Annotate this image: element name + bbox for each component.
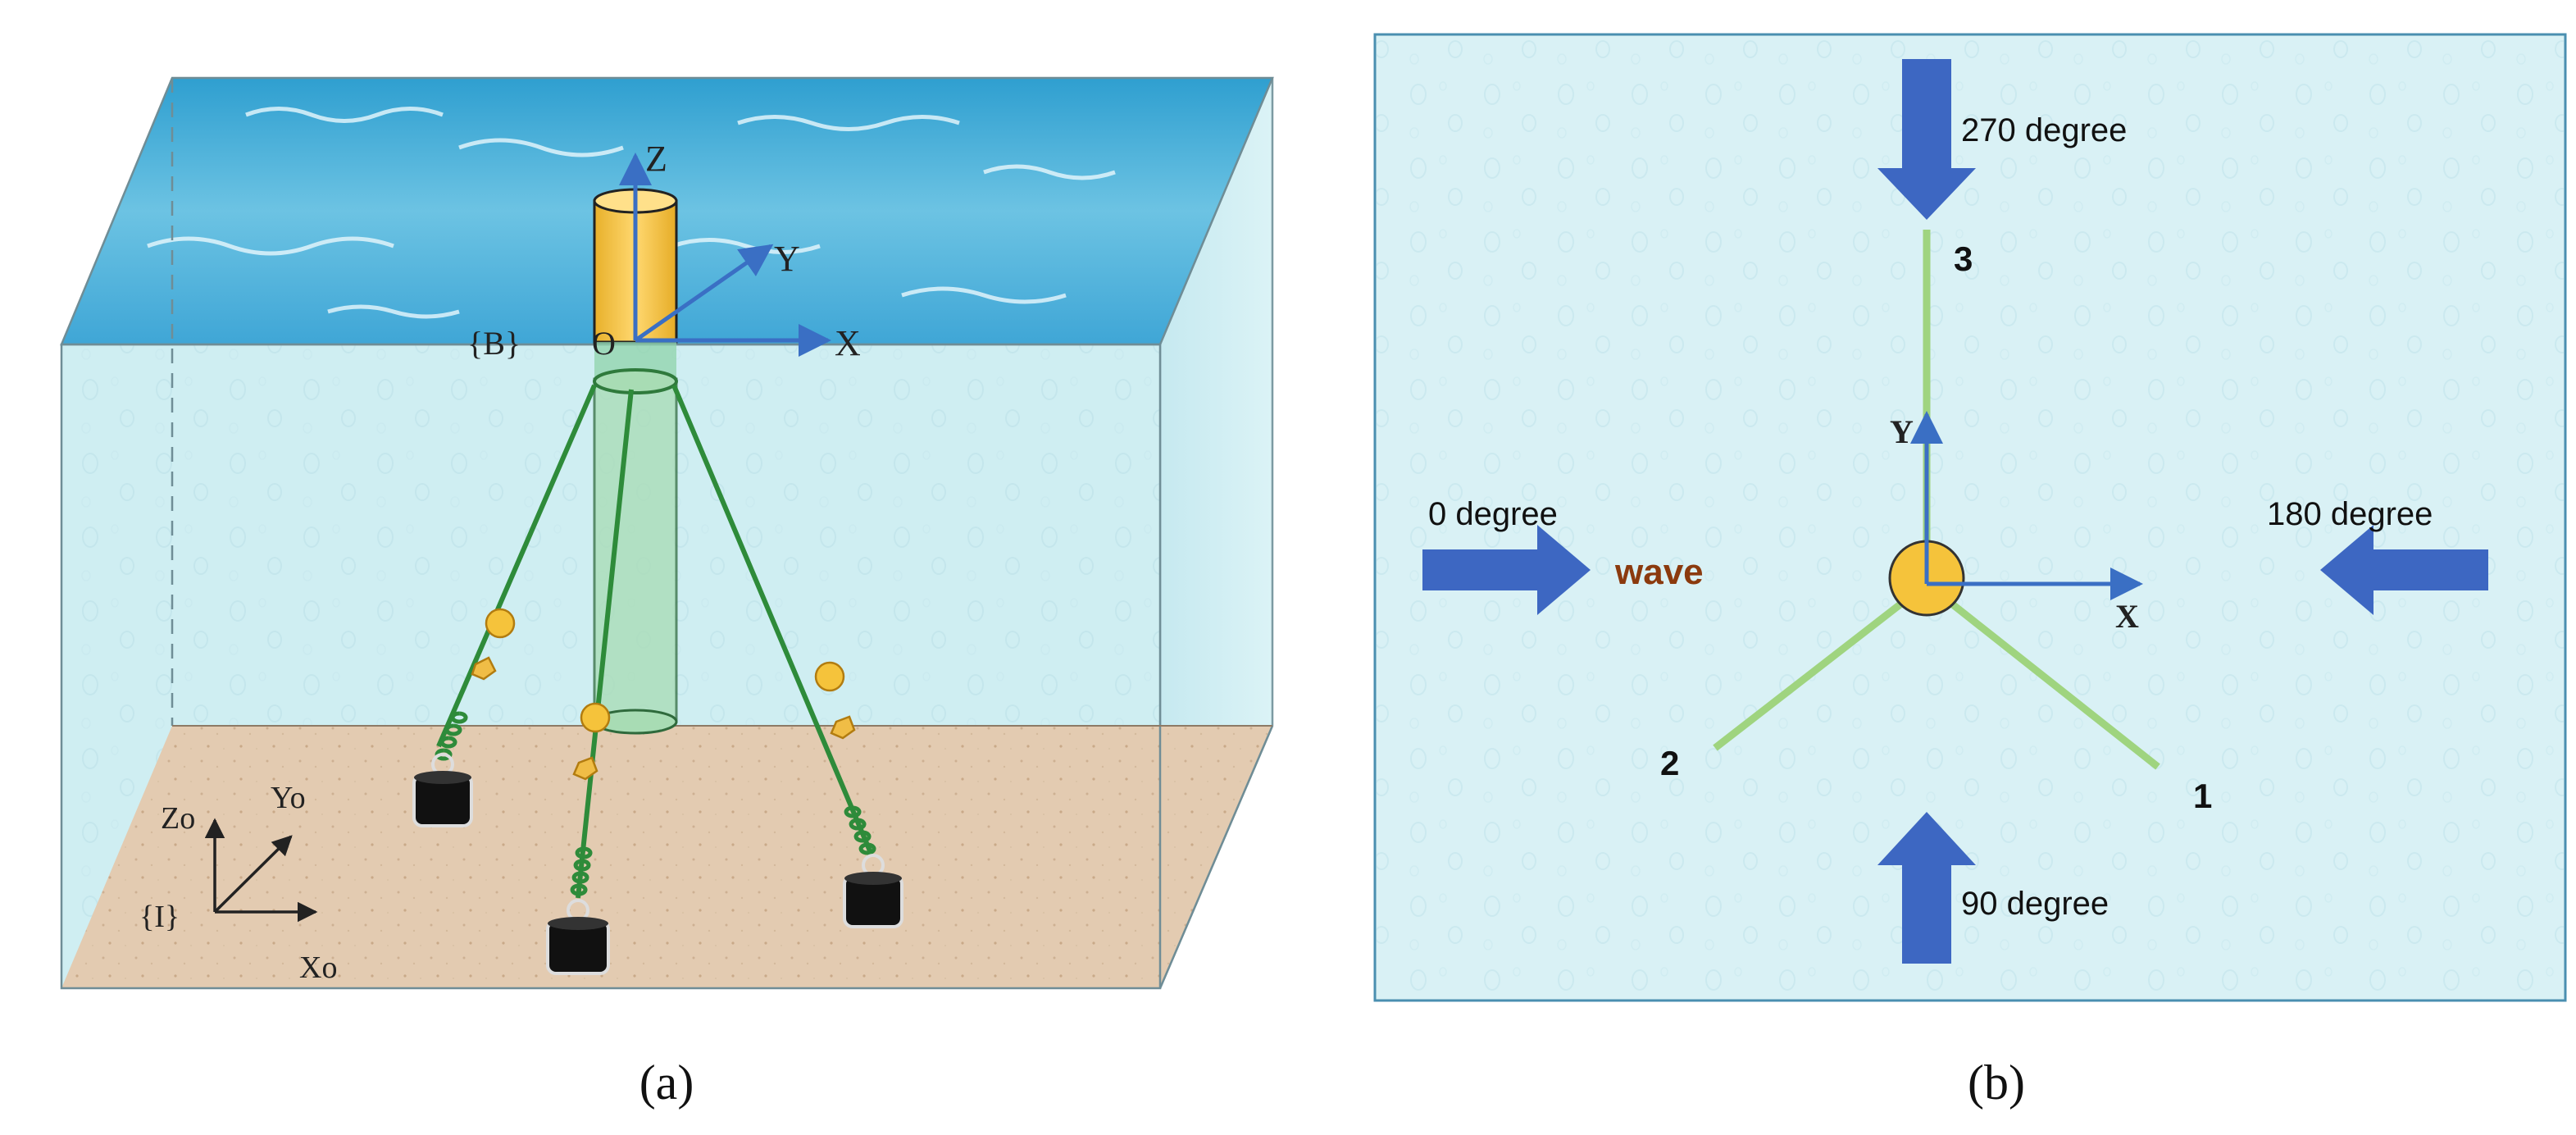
dir-270-label: 270 degree xyxy=(1961,112,2127,148)
plan-axis-x-label: X xyxy=(2115,598,2139,635)
body-axis-z-label: Z xyxy=(645,139,667,179)
body-origin-label: O xyxy=(592,325,616,362)
plan-line-2-label: 2 xyxy=(1660,744,1679,782)
panel-b-texture xyxy=(1377,36,2564,999)
buoy-left xyxy=(485,608,516,639)
arrow-180 xyxy=(2320,525,2488,615)
surface-waves xyxy=(147,107,1116,319)
panel-a: Z X Y O {B} Zo Yo Xo {I} (a) xyxy=(60,76,1274,1110)
inertial-y-label: Yo xyxy=(271,781,306,815)
body-axes xyxy=(619,153,831,357)
clump-right xyxy=(830,715,856,740)
dir-0-label: 0 degree xyxy=(1428,496,1558,532)
body-axis-y-label: Y xyxy=(774,239,800,279)
mooring-line-middle xyxy=(576,389,634,899)
inertial-frame-label: {I} xyxy=(139,900,180,934)
caption-b: (b) xyxy=(1968,1055,2025,1110)
dir-90-label: 90 degree xyxy=(1961,886,2109,922)
seabed-face xyxy=(61,726,1272,988)
inertial-axis-y xyxy=(213,835,293,914)
plan-line-3-label: 3 xyxy=(1954,239,1973,278)
body-axis-y xyxy=(634,244,774,343)
dir-180-label: 180 degree xyxy=(2267,496,2433,532)
inertial-x-label: Xo xyxy=(299,950,337,985)
plan-line-2 xyxy=(1713,581,1929,751)
inertial-z-label: Zo xyxy=(161,801,195,836)
spar-fairlead-ring xyxy=(593,368,678,394)
plan-line-1 xyxy=(1924,581,2160,770)
plan-axis-y-label: Y xyxy=(1890,413,1914,450)
anchor-right xyxy=(843,854,903,928)
mooring-springs xyxy=(435,711,876,896)
wave-label: wave xyxy=(1614,552,1704,592)
body-frame-label: {B} xyxy=(467,325,521,362)
plan-line-1-label: 1 xyxy=(2193,777,2212,815)
caption-a: (a) xyxy=(639,1055,694,1110)
buoy-middle xyxy=(580,702,611,733)
mooring-line-right xyxy=(671,384,873,855)
body-axis-x-label: X xyxy=(835,323,861,363)
anchor-left xyxy=(412,753,473,827)
arrow-270 xyxy=(1877,59,1976,220)
plan-axes xyxy=(1910,411,2143,600)
arrow-90 xyxy=(1877,812,1976,964)
clump-middle xyxy=(572,756,598,781)
mooring-line-left xyxy=(436,384,597,748)
line-buoys xyxy=(471,608,856,781)
anchor-middle xyxy=(546,899,610,975)
panel-b: Y X 3 2 1 270 degree 90 degree 0 degree … xyxy=(1373,33,2567,1110)
anchors xyxy=(412,753,903,975)
inertial-axes xyxy=(204,818,318,923)
clump-left xyxy=(471,656,497,681)
arrow-0 xyxy=(1422,525,1591,615)
mooring-lines xyxy=(436,384,873,899)
spar-underwater xyxy=(593,377,678,723)
buoy-right xyxy=(814,661,845,692)
wave-direction-arrows xyxy=(1422,59,2488,964)
